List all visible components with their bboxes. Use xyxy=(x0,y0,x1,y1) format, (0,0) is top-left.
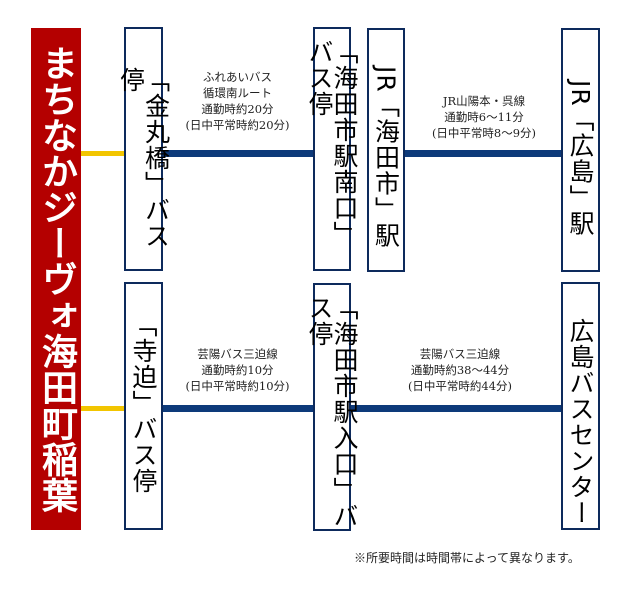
origin-label: まちなかジーヴォ海田町稲葉 xyxy=(36,45,77,513)
stop-kanamarubashi: 「金丸橋」バス停 xyxy=(117,27,171,271)
route-line-top-2 xyxy=(405,150,562,157)
walk-line-top xyxy=(81,151,125,156)
stop-label: 広島バスセンター xyxy=(566,318,595,526)
commute-time: 通勤時約38～44分 xyxy=(410,363,510,377)
stop-label: 「海田市駅入口」バス停 xyxy=(305,295,359,529)
route-name: ふれあいバス xyxy=(203,70,272,84)
daytime-time: (日中平常時8～9分) xyxy=(431,126,537,140)
route-name: 芸陽バス三迫線 xyxy=(419,347,501,361)
commute-time: 通勤時約10分 xyxy=(201,363,274,377)
origin-box: まちなかジーヴォ海田町稲葉 xyxy=(31,28,81,530)
walk-line-bottom xyxy=(81,406,125,411)
daytime-time: (日中平常時約20分) xyxy=(185,118,290,132)
stop-jr-kaitaichi: JR「海田市」駅 xyxy=(367,28,405,272)
stop-kaitaichi-iriguchi: 「海田市駅入口」バス停 xyxy=(305,283,359,531)
route-name: 芸陽バス三迫線 xyxy=(197,347,278,361)
segment-label-bottom-1: 芸陽バス三迫線 通勤時約10分 (日中平常時約10分) xyxy=(165,346,310,394)
stop-kaitaichi-minamiguchi: 「海田市駅南口」バス停 xyxy=(305,27,359,271)
segment-label-top-1: ふれあいバス 循環南ルート 通勤時約20分 (日中平常時約20分) xyxy=(165,69,310,133)
route-line-bottom-1 xyxy=(162,405,313,412)
footnote: ※所要時間は時間帯によって異なります。 xyxy=(354,551,580,565)
commute-time: 通勤時約20分 xyxy=(201,102,274,116)
daytime-time: (日中平常時約44分) xyxy=(407,379,513,393)
commute-time: 通勤時6～11分 xyxy=(444,110,524,124)
stop-label: 「海田市駅南口」バス停 xyxy=(305,39,359,247)
route-line-top-1 xyxy=(162,150,313,157)
route-name: JR山陽本・呉線 xyxy=(442,94,526,108)
stop-label: JR「広島」駅 xyxy=(566,80,595,237)
stop-terasako: 「寺迫」バス停 xyxy=(124,282,163,530)
route-line-bottom-2 xyxy=(350,405,562,412)
segment-label-top-2: JR山陽本・呉線 通勤時6～11分 (日中平常時8～9分) xyxy=(408,93,560,141)
stop-label: 「金丸橋」バス停 xyxy=(116,67,171,249)
daytime-time: (日中平常時約10分) xyxy=(185,379,290,393)
stop-hiroshima-bus-center: 広島バスセンター xyxy=(561,282,600,530)
segment-label-bottom-2: 芸陽バス三迫線 通勤時約38～44分 (日中平常時約44分) xyxy=(360,346,560,394)
stop-label: 「寺迫」バス停 xyxy=(129,312,158,494)
route-subname: 循環南ルート xyxy=(203,86,272,100)
stop-label: JR「海田市」駅 xyxy=(371,66,401,249)
stop-jr-hiroshima: JR「広島」駅 xyxy=(561,28,600,272)
